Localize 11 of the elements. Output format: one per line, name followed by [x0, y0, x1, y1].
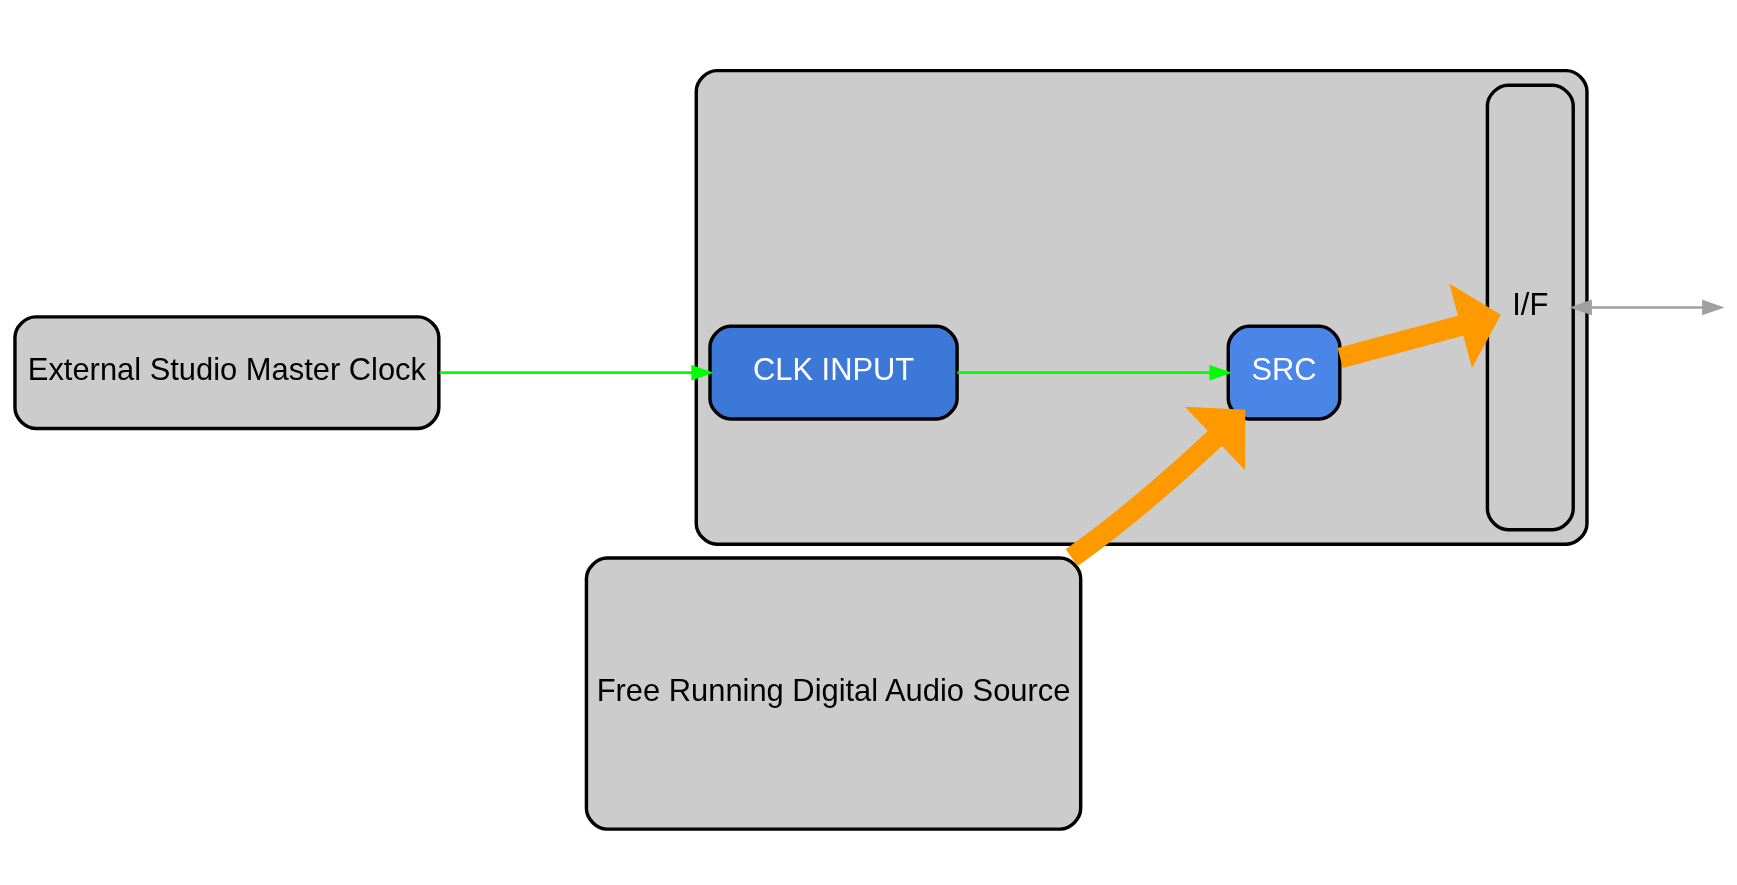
- arrow: [1569, 299, 1725, 315]
- arrow: [1065, 406, 1246, 566]
- arrow: [1337, 282, 1501, 368]
- node-box: CLK INPUT: [708, 324, 959, 421]
- node-box: I/F: [1485, 82, 1575, 531]
- node-box: External Studio Master Clock: [13, 314, 441, 430]
- cluster: [694, 68, 1589, 546]
- arrow: [439, 364, 714, 380]
- node-box: Free Running Digital Audio Source: [584, 555, 1083, 831]
- arrow: [957, 364, 1232, 380]
- node-box: SRC: [1226, 324, 1342, 421]
